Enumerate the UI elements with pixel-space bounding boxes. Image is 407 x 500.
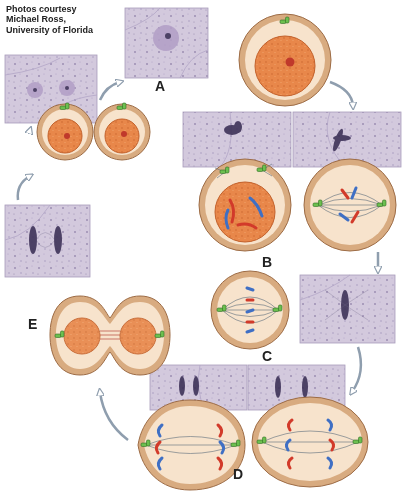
stage-letter: B bbox=[262, 254, 278, 270]
stage-letter: E bbox=[28, 316, 44, 332]
stage-letter: D bbox=[233, 466, 249, 482]
stage-letter: A bbox=[155, 78, 171, 94]
photo-credit: Photos courtesy Michael Ross, University… bbox=[6, 4, 98, 35]
stage-letter: C bbox=[262, 348, 278, 364]
